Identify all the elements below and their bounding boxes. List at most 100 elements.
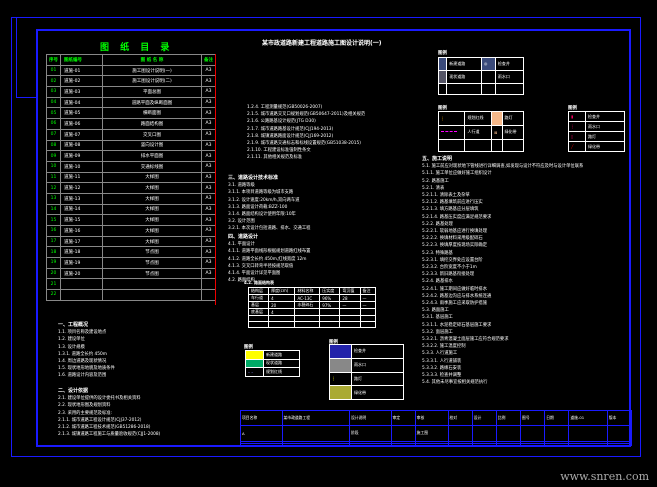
catalog-header-row: 序号图纸编号图 纸 名 称备注 xyxy=(46,54,216,66)
text-line: 5.2.1. 清表 xyxy=(422,185,445,191)
title-block-cell: 审定 xyxy=(390,409,416,427)
text-line: 5.2.3.3. 新旧路基衔接处理 xyxy=(422,272,475,278)
table-cell: 大样图 xyxy=(102,203,202,216)
text-line: 2.2. 现状地形图及规划资料 xyxy=(58,403,111,409)
text-line: 2.1.9. 城市道路交通标志和标线设置规范(GB51038-2015) xyxy=(247,141,361,147)
title-block-cell: 设计说明 xyxy=(349,409,392,427)
table-cell: A3 xyxy=(201,214,216,226)
text-line: 5.3.2.1. 沥青混凝土面层施工应符合规范要求 xyxy=(422,337,509,343)
text-line: 3.2.1. 本次设计包括道路、排水、交通工程 xyxy=(228,226,311,232)
legend-table-5: 检查井 雨水口 ┆路灯 绿化带 xyxy=(329,344,404,400)
table-cell: 路面结构图 xyxy=(102,118,202,130)
text-line: 4.1.2. 道路全长约 450m,红线宽度 12m xyxy=(228,256,307,262)
table-cell: 大样图 xyxy=(102,225,202,237)
text-line: 3.1. 道路等级 xyxy=(228,183,255,189)
table-cell xyxy=(319,308,341,316)
column-header: 序号 xyxy=(46,54,61,66)
title-block-cell: 施工图 xyxy=(414,425,449,442)
table-cell: 大样图 xyxy=(102,235,202,248)
table-cell xyxy=(60,278,103,291)
table-cell xyxy=(294,308,321,316)
text-line: 5.1. 施工前应对现状地下管线进行详细调查,如发现与设计不符应及时与设计单位联… xyxy=(422,164,584,170)
text-line: 1.3. 设计规模 xyxy=(58,344,85,350)
table-cell: A3 xyxy=(201,203,216,216)
table-cell: AC-13C xyxy=(294,294,321,302)
table-cell: 竖向设计图 xyxy=(102,139,202,152)
text-line: 2.1.3. 城镇道路工程施工与质量验收规范(CJJ1-2008) xyxy=(58,432,161,438)
title-block-cell xyxy=(240,442,283,447)
table-cell xyxy=(268,321,296,329)
table-cell: — xyxy=(359,301,377,309)
legend-item: 现状道路 xyxy=(263,358,300,369)
table-row xyxy=(247,321,377,329)
text-line: 四、道路设计 xyxy=(228,234,259,240)
column-header: 结构层 xyxy=(247,287,270,295)
text-line: 2.1.1. 城市道路工程设计规范(CJJ37-2012) xyxy=(58,417,142,423)
table-cell: 4 xyxy=(268,294,296,302)
table-cell: 12 xyxy=(46,182,61,194)
column-header: 备注 xyxy=(201,54,216,66)
legend-item: 人行道 xyxy=(464,124,492,140)
text-line: 5.2.3.2. 台阶宽度不小于1m xyxy=(422,265,477,271)
table-header-row: 结构层厚度(cm)材料名称压实度弯沉值备注 xyxy=(247,287,377,295)
legend-item: 路灯 xyxy=(351,371,404,387)
text-line: 5.3.1.1. 水泥稳定碎石基层施工要求 xyxy=(422,322,492,328)
text-line: 3.1.4. 路面结构设计使用年限:10年 xyxy=(228,212,296,218)
legend-item: 现状道路 xyxy=(446,69,482,84)
text-line: 2.1.5. 城市道路交叉口规划规范(GB50647-2011)及相关规范 xyxy=(247,112,366,118)
legend-item: 路灯 xyxy=(501,111,525,126)
table-cell: 04 xyxy=(46,96,61,109)
binding-strip xyxy=(16,17,17,97)
table-cell: 大样图 xyxy=(102,171,202,184)
text-line: 5.2.1.3. 填方路基应分层填筑 xyxy=(422,207,479,213)
text-line: 一、工程概况 xyxy=(58,322,89,328)
table-cell: A3 xyxy=(201,75,216,88)
title-block-cell xyxy=(568,442,608,447)
table-cell: 道施-12 xyxy=(60,182,103,194)
text-line: 5.2.3.1. 填挖交界处应设置台阶 xyxy=(422,257,483,263)
table-cell: A3 xyxy=(201,246,216,259)
table-cell: A3 xyxy=(201,64,216,77)
text-line: 1.2. 建设单位 xyxy=(58,337,85,343)
table-cell: 道施-16 xyxy=(60,225,103,237)
text-line: 1.2.4. 工程测量规范(GB50026-2007) xyxy=(247,105,323,110)
table-cell: A3 xyxy=(201,150,216,162)
table-cell: A3 xyxy=(201,128,216,141)
text-line: 2.1.8. 城镇道路路面设计规范(CJJ169-2012) xyxy=(247,133,334,139)
title-block-cell xyxy=(520,425,546,442)
table-cell: 06 xyxy=(46,118,61,130)
table-cell: 13 xyxy=(46,192,61,205)
legend-table-1: 新建道路◎检查井 现状道路雨水口 xyxy=(437,57,525,96)
text-block-specs: 1.2.4. 工程测量规范(GB50026-2007) 2.1.5. 城市道路交叉… xyxy=(247,104,365,162)
table-cell: 节点图 xyxy=(102,267,202,280)
table-cell: 08 xyxy=(46,139,61,152)
text-line: 4.1.1. 道路平面线形根据规划道路红线布置 xyxy=(228,249,311,255)
title-block-cell: 审核 xyxy=(414,409,449,427)
table-cell xyxy=(102,289,202,301)
text-line: 3.1.3. 路面设计荷载:BZZ-100 xyxy=(228,204,288,210)
table-cell: — xyxy=(339,301,361,309)
watermark: www.snren.com xyxy=(560,470,649,483)
text-line: 1.6. 道路设计内容及范围 xyxy=(58,373,107,379)
binding-strip-line xyxy=(16,97,36,98)
table-cell: A3 xyxy=(201,139,216,152)
title-block-cell xyxy=(606,425,633,442)
text-line: 5.2.4.3. 雨季施工应采取防护措施 xyxy=(422,301,488,307)
title-block-cell: 阶段 xyxy=(349,425,392,442)
legend-label: 图例 xyxy=(244,345,253,350)
table-cell: 02 xyxy=(46,75,61,88)
table-cell: 道施-18 xyxy=(60,246,103,259)
text-line: 5.2.1.4. 路基压实度应满足规范要求 xyxy=(422,214,492,220)
title-block-cell xyxy=(495,442,522,447)
